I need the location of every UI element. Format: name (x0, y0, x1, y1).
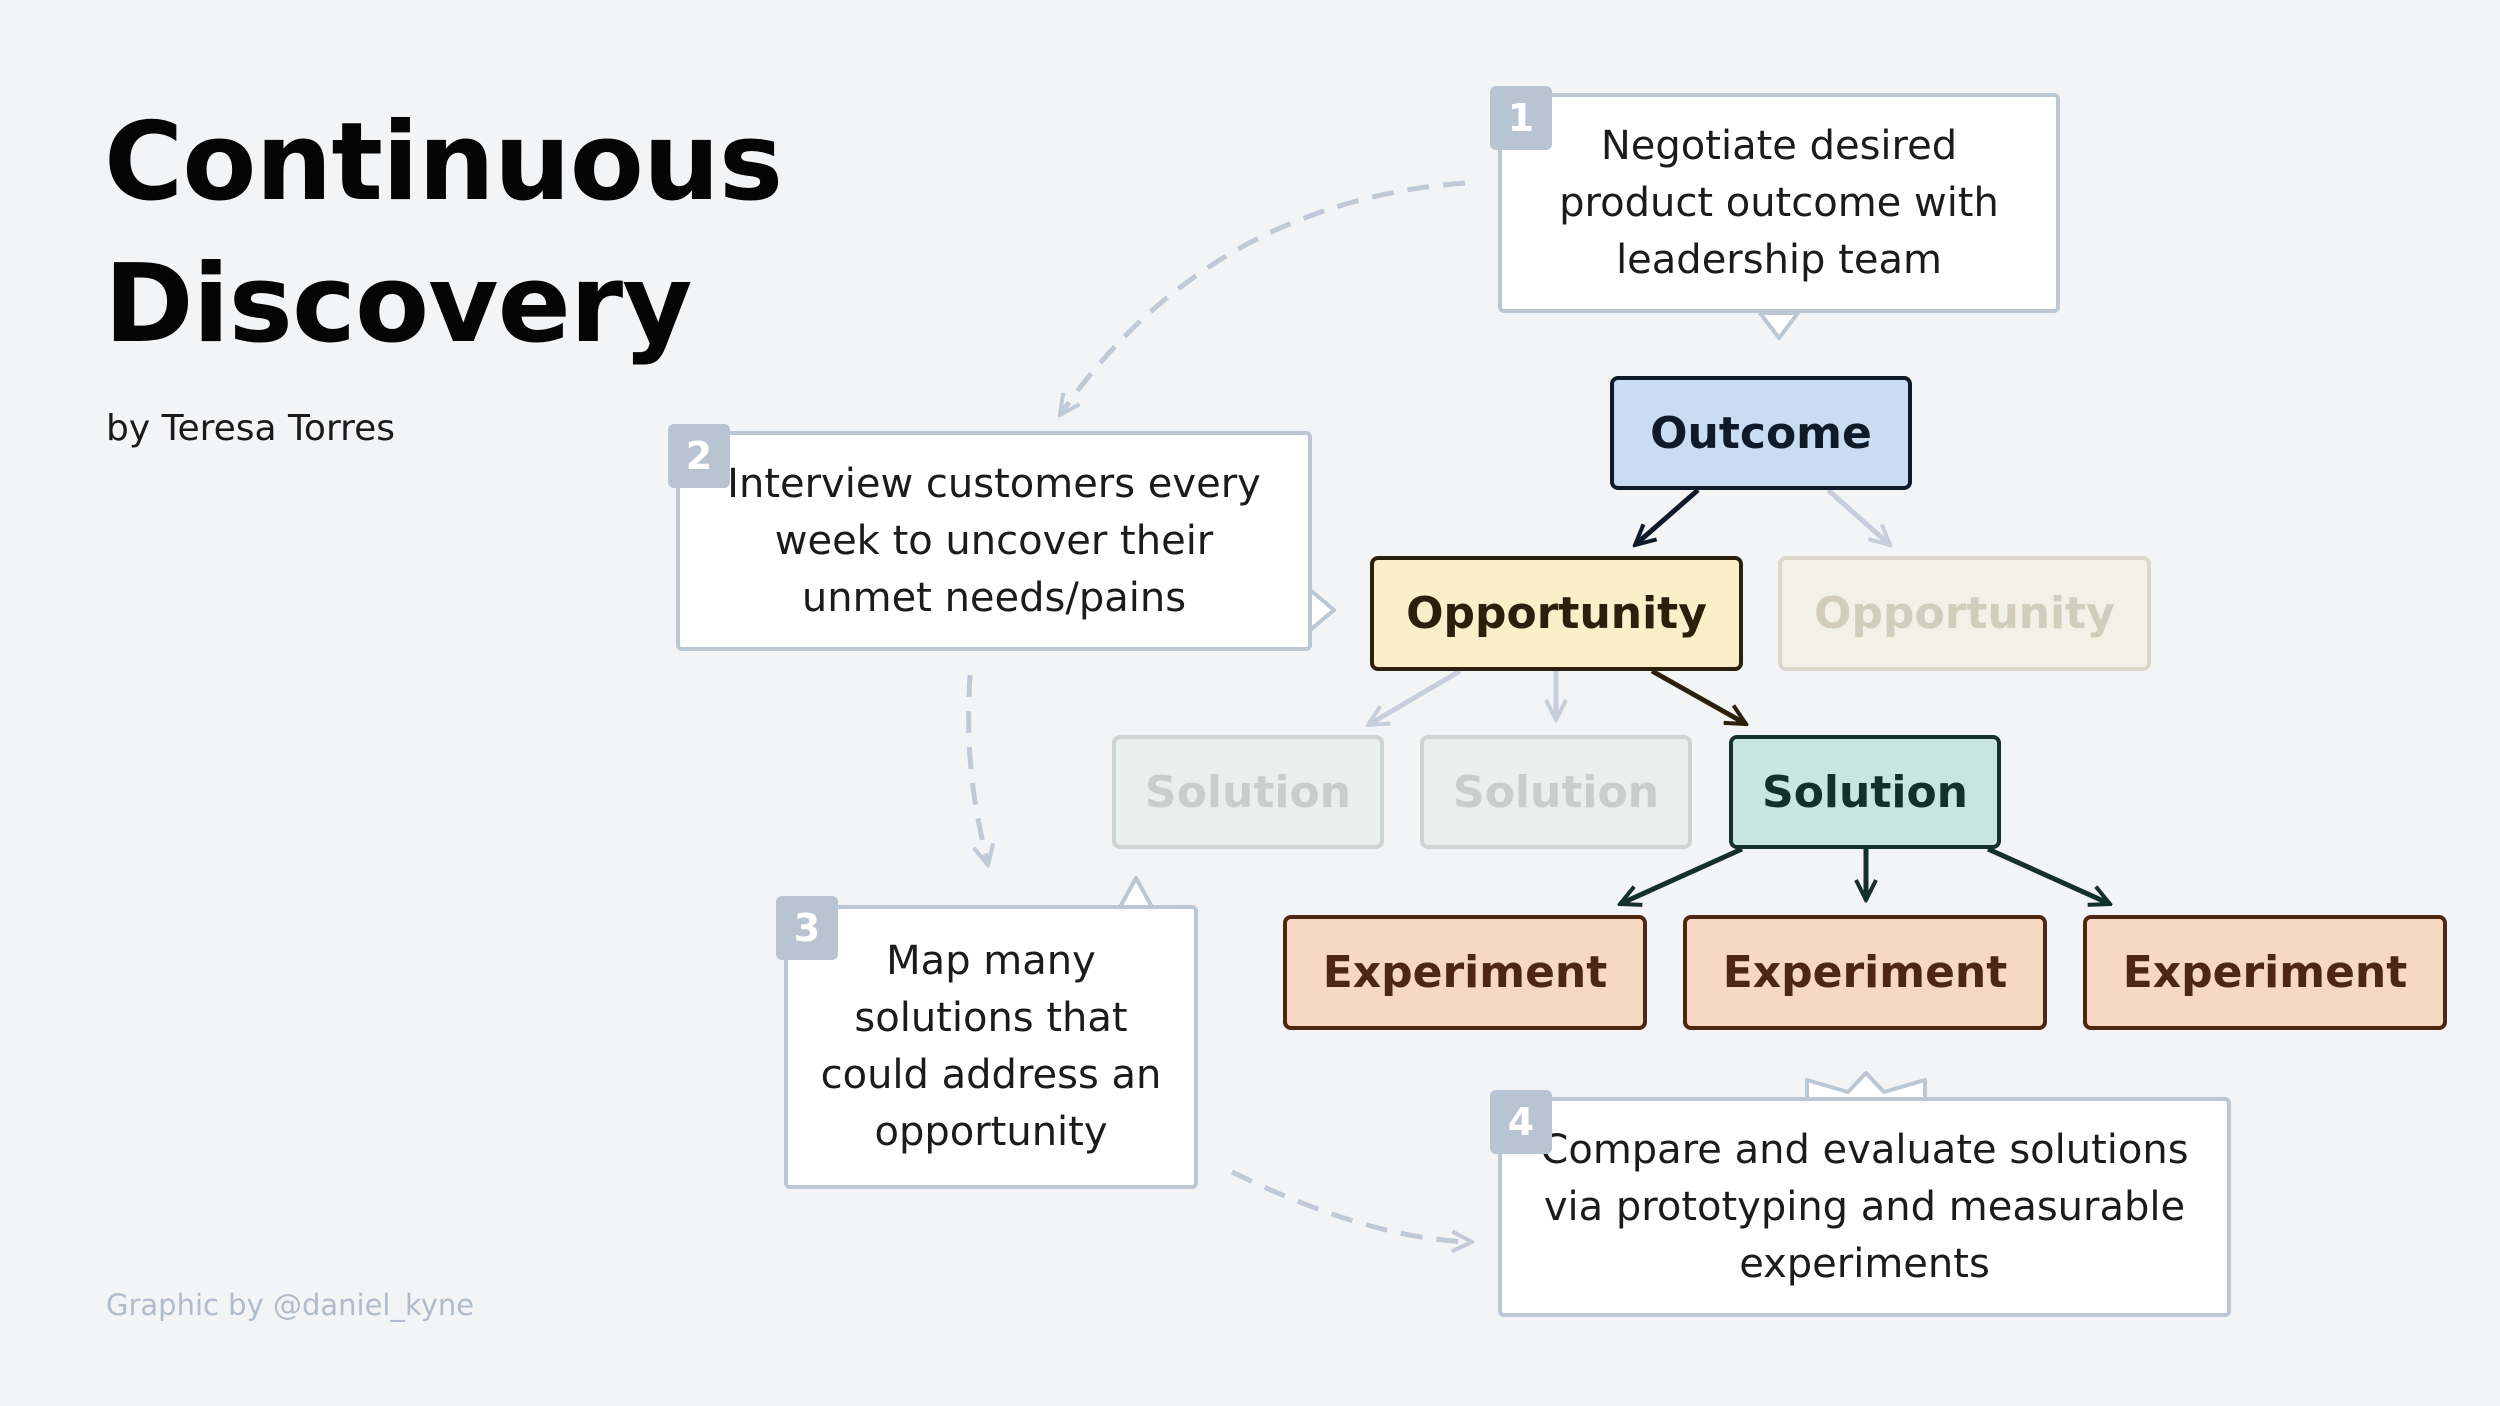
connector-opportunity-solution (1650, 668, 1746, 724)
step-2-callout: Interview customers every week to uncove… (676, 431, 1312, 651)
outcome-node: Outcome (1610, 376, 1912, 490)
step-4-callout: Compare and evaluate solutions via proto… (1498, 1097, 2231, 1317)
callout-2-tail (1307, 587, 1336, 633)
solution-node-faded-2: Solution (1420, 735, 1692, 849)
title-line-1: Continuous (104, 100, 783, 225)
graphic-credit: Graphic by @daniel_kyne (106, 1288, 475, 1322)
connector-opportunity-solution-faded-1 (1368, 668, 1462, 725)
callout-1-tail (1758, 311, 1800, 340)
step-4-text: Compare and evaluate solutions via proto… (1540, 1126, 2189, 1287)
step-1-text: Negotiate desired product outcome with l… (1559, 122, 1999, 283)
step-3-badge: 3 (776, 896, 838, 960)
dashed-arrow-step1-to-step2 (1060, 180, 1466, 415)
step-2-badge: 2 (668, 424, 730, 488)
dashed-arrow-step3-to-step4 (1230, 1169, 1472, 1242)
experiment-node-1: Experiment (1283, 915, 1647, 1030)
step-2-text: Interview customers every week to uncove… (727, 460, 1261, 621)
solution-node-faded-1: Solution (1112, 735, 1384, 849)
experiment-node-3: Experiment (2083, 915, 2447, 1030)
step-4-badge: 4 (1490, 1090, 1552, 1154)
connector-outcome-opportunity-faded (1826, 488, 1890, 545)
page-title: Continuous Discovery (104, 92, 783, 376)
step-1-callout: Negotiate desired product outcome with l… (1498, 93, 2060, 313)
step-3-text: Map many solutions that could address an… (820, 938, 1162, 1155)
opportunity-node-faded: Opportunity (1778, 556, 2151, 671)
experiment-node-2: Experiment (1683, 915, 2047, 1030)
callout-4-tail (1805, 1071, 1927, 1099)
solution-node: Solution (1729, 735, 2001, 849)
title-line-2: Discovery (104, 242, 692, 367)
connector-outcome-opportunity (1635, 488, 1700, 545)
dashed-arrow-step2-to-step3 (966, 674, 988, 865)
step-1-badge: 1 (1490, 86, 1552, 150)
callout-3-tail (1118, 876, 1154, 909)
connector-solution-experiment-3 (1986, 846, 2110, 904)
author-byline: by Teresa Torres (106, 408, 396, 449)
step-3-callout: Map many solutions that could address an… (784, 905, 1198, 1189)
connector-solution-experiment-1 (1620, 846, 1744, 904)
opportunity-node: Opportunity (1370, 556, 1743, 671)
